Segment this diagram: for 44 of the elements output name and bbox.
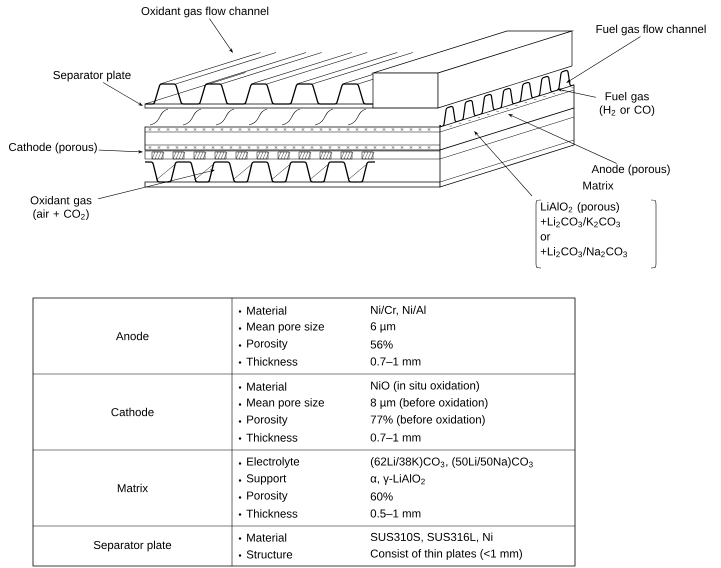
callout-label: Fuel gas flow channel xyxy=(596,24,706,36)
callout-label: Matrix LiAlO$_{2}$ (porous) +Li$_{2}$CO$_{3}$/K$_{2}$CO$_{3}$ or +Li$_{2}$CO$_{3}$/Na$_{2}$CO$_{3}$ xyxy=(540,181,627,258)
table-cell: 60% xyxy=(370,492,393,501)
table-cell: Matrix xyxy=(118,484,148,492)
table-cell: Porosity xyxy=(247,415,288,426)
table-cell: Cathode xyxy=(111,408,154,416)
table-cell: Structure xyxy=(246,550,292,559)
table-cell: 77% (before oxidation) xyxy=(370,415,485,426)
table-cell: Support xyxy=(246,474,286,485)
leader-line xyxy=(566,36,641,83)
table-cell: Porosity xyxy=(247,339,288,350)
table-cell: 6 µm xyxy=(370,322,396,333)
callout-label: Fuel gas (H$_{2}$ or CO) xyxy=(600,92,654,116)
table-cell: α, γ-LiAlO$_{2}$ xyxy=(370,474,425,485)
table-cell: Material xyxy=(247,382,286,391)
table-cell: Porosity xyxy=(247,491,288,502)
table-cell: Separator plate xyxy=(94,540,172,552)
table-cell: SUS310S, SUS316L, Ni xyxy=(370,532,492,542)
callout-label: Oxidant gas flow channel xyxy=(142,6,268,18)
table-cell: Ni/Cr, Ni/Al xyxy=(371,306,426,316)
table-cell: Mean pore size xyxy=(247,322,324,333)
table-cell: 0.7–1 mm xyxy=(370,357,420,366)
callout-label: Anode (porous) xyxy=(592,164,670,176)
table-cell: Material xyxy=(247,306,286,315)
table-cell: Thickness xyxy=(246,509,298,518)
callout-label: Oxidant gas (air + CO$_{2}$) xyxy=(30,196,92,220)
table-cell: Thickness xyxy=(246,433,298,442)
table-cell: Anode xyxy=(116,332,149,340)
table-cell: Electrolyte xyxy=(247,457,300,468)
table-cell: 0.7–1 mm xyxy=(370,433,420,442)
table-cell: 8 µm (before oxidation) xyxy=(370,398,488,409)
table-cell: Consist of thin plates (<1 mm) xyxy=(370,549,522,560)
callout-label: Cathode (porous) xyxy=(9,142,97,154)
table-cell: Thickness xyxy=(246,357,298,366)
table-cell: 56% xyxy=(370,340,393,349)
table-cell: NiO (in situ oxidation) xyxy=(371,381,479,392)
table-cell: 0.5–1 mm xyxy=(370,509,420,518)
table-cell: Material xyxy=(247,533,286,542)
leader-line xyxy=(474,131,532,196)
leader-line xyxy=(209,18,233,53)
callout-label: Separator plate xyxy=(53,70,131,82)
table-cell: Mean pore size xyxy=(247,398,324,409)
leader-line xyxy=(102,82,143,106)
table-cell: (62Li/38K)CO$_{3}$, (50Li/50Na)CO$_{3}$ xyxy=(370,457,533,468)
